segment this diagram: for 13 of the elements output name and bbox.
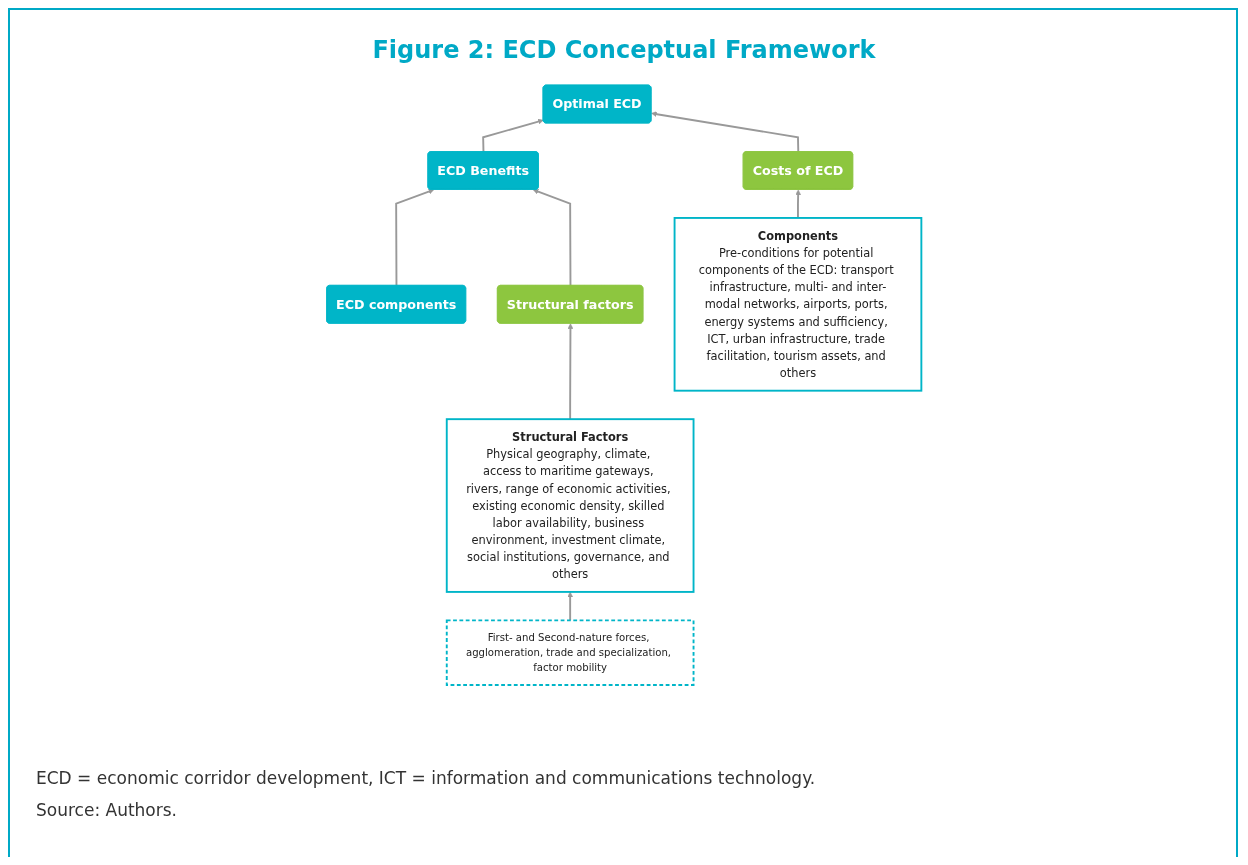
arrow xyxy=(567,323,574,421)
source-note: Source: Authors. xyxy=(36,800,177,820)
arrow xyxy=(795,189,801,219)
arrow xyxy=(651,111,800,153)
title: Figure 2: ECD Conceptual Framework xyxy=(371,36,877,64)
arrow xyxy=(395,188,435,287)
node-box: Structural Factors Physical geography, climate, access to maritime gateways, rivers, range of economic activities, existing economic density, skilled labor availability, business environment, investment climate, social institutions, governance, and others xyxy=(445,418,695,593)
arrow xyxy=(532,188,572,287)
arrow xyxy=(567,591,573,622)
node-box: Components Pre-conditions for potential components of the ECD: transport infrastructure, multi- and inter-modal networks, airports, ports, energy systems and sufficiency, ICT, urban infrastructure, trade facilitation, tourism assets, and others xyxy=(673,217,923,392)
node-box: First- and Second-nature forces, agglomeration, trade and specialization, factor mobility xyxy=(445,619,695,686)
caption: ECD = economic corridor development, ICT = information and communications technology. xyxy=(36,768,816,788)
arrow xyxy=(482,118,544,153)
